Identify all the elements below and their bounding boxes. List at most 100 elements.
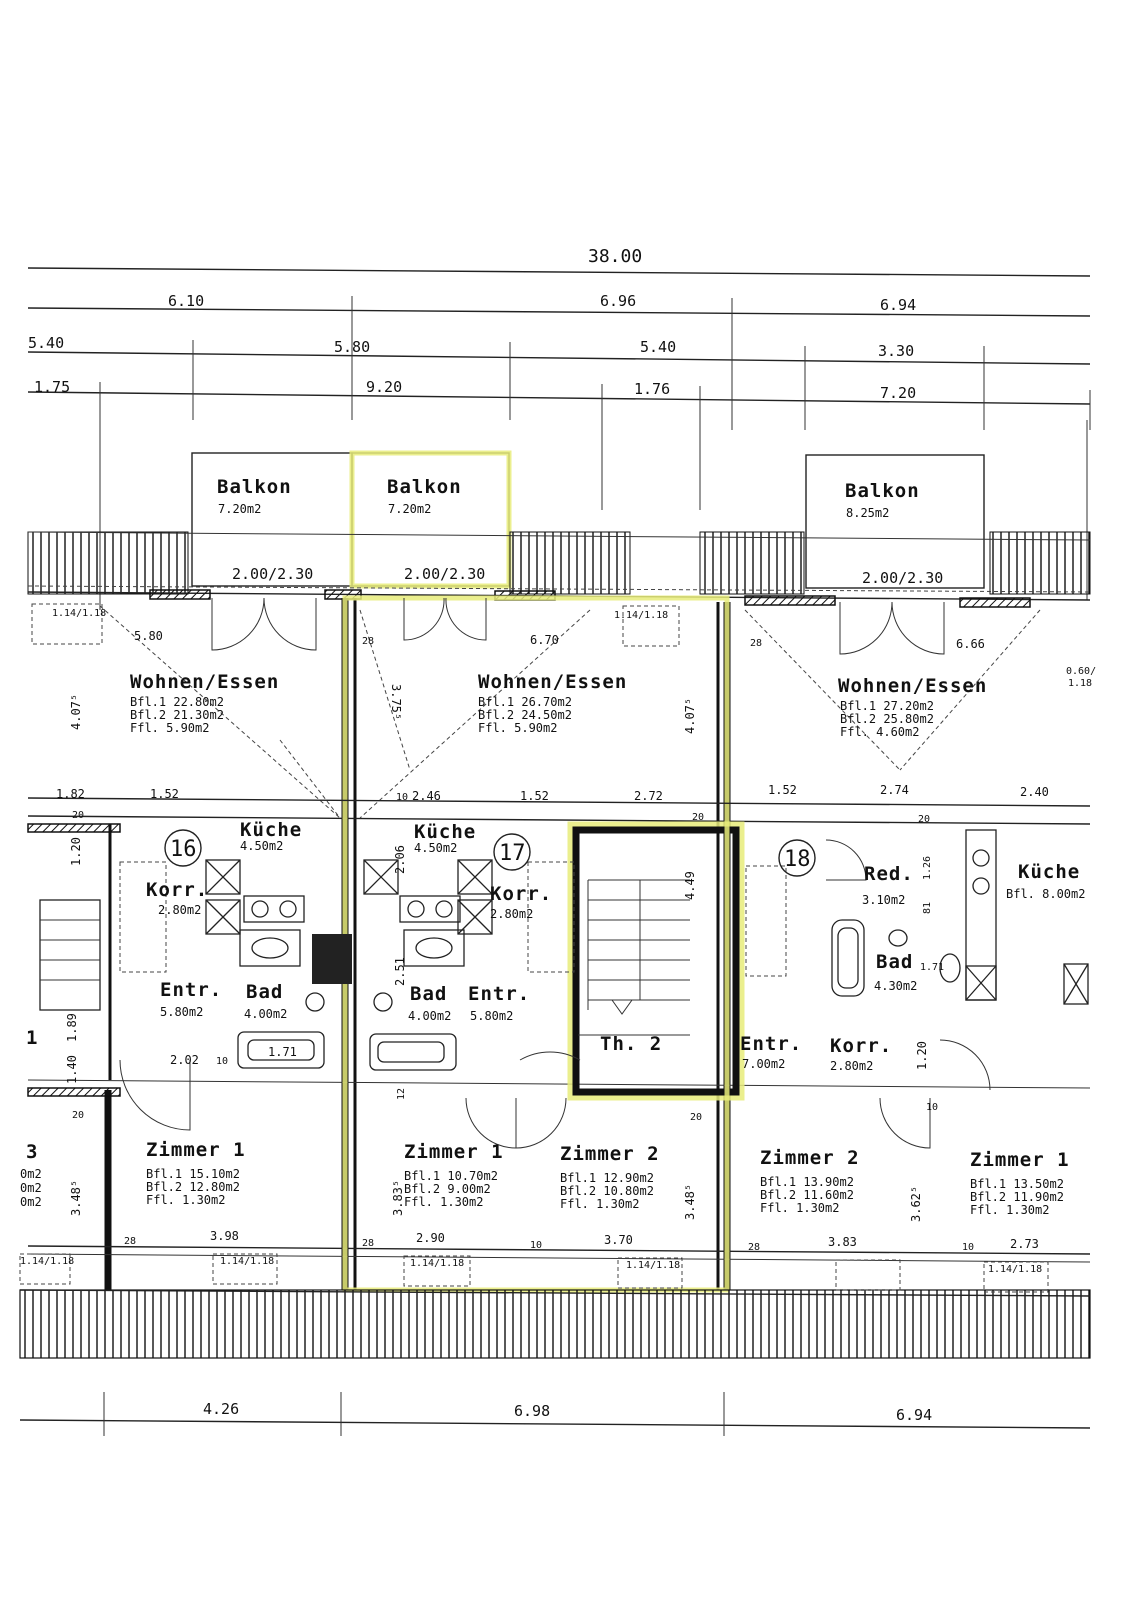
unit-18-number: 18 — [784, 847, 811, 872]
dim-118: 1.18 — [1068, 678, 1092, 689]
dim-152c: 1.52 — [768, 783, 797, 797]
dim-348b: 3.48⁵ — [683, 1184, 697, 1220]
zimmer1-16-l2: Bfl.2 12.80m2 — [146, 1180, 240, 1194]
dim-240: 2.40 — [1020, 785, 1049, 799]
zimmer2-18-l1: Bfl.1 13.90m2 — [760, 1175, 854, 1189]
diagonal-lines — [99, 605, 1041, 819]
dim-row4-b: 9.20 — [366, 378, 402, 396]
window-sills — [19, 603, 1049, 1293]
wohnen-17-label: Wohnen/Essen — [478, 671, 627, 693]
zimmer1-16-l3: Ffl. 1.30m2 — [146, 1193, 225, 1207]
dim-126: 1.26 — [922, 856, 933, 880]
bad-18-area: 4.30m2 — [874, 979, 917, 993]
dim-120b: 1.20 — [915, 1041, 929, 1070]
dim-row3-a: 5.40 — [28, 334, 64, 352]
zimmer1-17-label: Zimmer 1 — [404, 1141, 504, 1163]
edge-area-3: 0m2 — [20, 1195, 42, 1209]
dim-row2-a: 6.10 — [168, 292, 204, 310]
entr-16-label: Entr. — [160, 979, 222, 1001]
dim-202: 2.02 — [170, 1053, 199, 1067]
doors — [119, 597, 991, 1149]
dim-bottom-a: 4.26 — [203, 1400, 239, 1418]
dim-171v: 1.71 — [920, 962, 944, 973]
wohnen-17-l2: Bfl.2 24.50m2 — [478, 708, 572, 722]
zimmer2-18-label: Zimmer 2 — [760, 1147, 860, 1169]
balkon-1-area: 7.20m2 — [218, 502, 261, 516]
kueche-17-label: Küche — [414, 821, 476, 843]
kueche-18-label: Küche — [1018, 861, 1080, 883]
kueche-16-label: Küche — [240, 819, 302, 841]
korr-16-area: 2.80m2 — [158, 903, 201, 917]
dim-total: 38.00 — [588, 246, 642, 267]
dim-272: 2.72 — [634, 789, 663, 803]
zimmer2-17-l2: Bfl.2 10.80m2 — [560, 1184, 654, 1198]
entr-18-area: 7.00m2 — [742, 1057, 785, 1071]
wohnen-18-l1: Bfl.1 27.20m2 — [840, 699, 934, 713]
dim-206: 2.06 — [393, 845, 407, 874]
dim-bottom-b: 6.98 — [514, 1402, 550, 1420]
red-18-area: 3.10m2 — [862, 893, 905, 907]
bad-16-label: Bad — [246, 981, 283, 1003]
dim-383v: 3.83⁵ — [391, 1180, 405, 1216]
wohnen-16-l3: Ffl. 5.90m2 — [130, 721, 209, 735]
dim-12: 12 — [396, 1088, 407, 1100]
kueche-17-area: 4.50m2 — [414, 841, 457, 855]
window-dim-1: 1.14/1.18 — [52, 608, 106, 619]
dim-290: 2.90 — [416, 1231, 445, 1245]
window-dim-7: 1.14/1.18 — [988, 1264, 1042, 1275]
edge-area-1: 0m2 — [20, 1167, 42, 1181]
korr-16-label: Korr. — [146, 879, 208, 901]
zimmer1-19-l1: Bfl.1 13.50m2 — [970, 1177, 1064, 1191]
zimmer2-17-l1: Bfl.1 12.90m2 — [560, 1171, 654, 1185]
dim-580: 5.80 — [134, 629, 163, 643]
edge-label-3: 3 — [26, 1141, 38, 1163]
dim-row2-c: 6.94 — [880, 296, 916, 314]
zimmer1-16-label: Zimmer 1 — [146, 1139, 246, 1161]
dim-152a: 1.52 — [150, 787, 179, 801]
wohnen-16-l2: Bfl.2 21.30m2 — [130, 708, 224, 722]
wohnen-17-l3: Ffl. 5.90m2 — [478, 721, 557, 735]
dim-348a: 3.48⁵ — [69, 1180, 83, 1216]
dim-171: 1.71 — [268, 1045, 297, 1059]
zimmer1-19-label: Zimmer 1 — [970, 1149, 1070, 1171]
dim-row4-c: 1.76 — [634, 380, 670, 398]
dim-370: 3.70 — [604, 1233, 633, 1247]
zimmer1-17-l2: Bfl.2 9.00m2 — [404, 1182, 491, 1196]
dim-row4-d: 7.20 — [880, 384, 916, 402]
dim-28b: 28 — [750, 638, 762, 649]
dim-666: 6.66 — [956, 637, 985, 651]
wohnen-18-l2: Bfl.2 25.80m2 — [840, 712, 934, 726]
wohnen-18-label: Wohnen/Essen — [838, 675, 987, 697]
dim-28e: 28 — [748, 1242, 760, 1253]
dim-140: 1.40 — [65, 1055, 79, 1084]
korr-18-label: Korr. — [830, 1035, 892, 1057]
balkon-2-area: 7.20m2 — [388, 502, 431, 516]
unit-16-number: 16 — [170, 837, 197, 862]
dim-120a: 1.20 — [69, 837, 83, 866]
dim-10e: 10 — [926, 1102, 938, 1113]
dim-28c: 28 — [124, 1236, 136, 1247]
zimmer1-17-l3: Ffl. 1.30m2 — [404, 1195, 483, 1209]
red-18-label: Red. — [864, 863, 914, 885]
dim-081: 81 — [922, 902, 933, 914]
dim-4075b: 4.07⁵ — [683, 698, 697, 734]
sill-dim-2: 2.00/2.30 — [404, 565, 485, 583]
lower-facade — [19, 1289, 1091, 1359]
bottom-dimensions — [19, 1392, 1091, 1436]
balkon-3-label: Balkon — [845, 480, 920, 502]
zimmer2-17-l3: Ffl. 1.30m2 — [560, 1197, 639, 1211]
dim-row3-d: 3.30 — [878, 342, 914, 360]
wohnen-18-l3: Ffl. 4.60m2 — [840, 725, 919, 739]
zimmer1-19-l2: Bfl.2 11.90m2 — [970, 1190, 1064, 1204]
korr-17-label: Korr. — [490, 883, 552, 905]
interior-dimensions — [27, 797, 1091, 807]
dim-670: 6.70 — [530, 633, 559, 647]
sill-dim-3: 2.00/2.30 — [862, 569, 943, 587]
stair-th2-label: Th. 2 — [600, 1033, 662, 1055]
korr-18-area: 2.80m2 — [830, 1059, 873, 1073]
entr-17-label: Entr. — [468, 983, 530, 1005]
window-dim-6: 1.14/1.18 — [626, 1260, 680, 1271]
entr-18-label: Entr. — [740, 1033, 802, 1055]
sill-dim-1: 2.00/2.30 — [232, 565, 313, 583]
